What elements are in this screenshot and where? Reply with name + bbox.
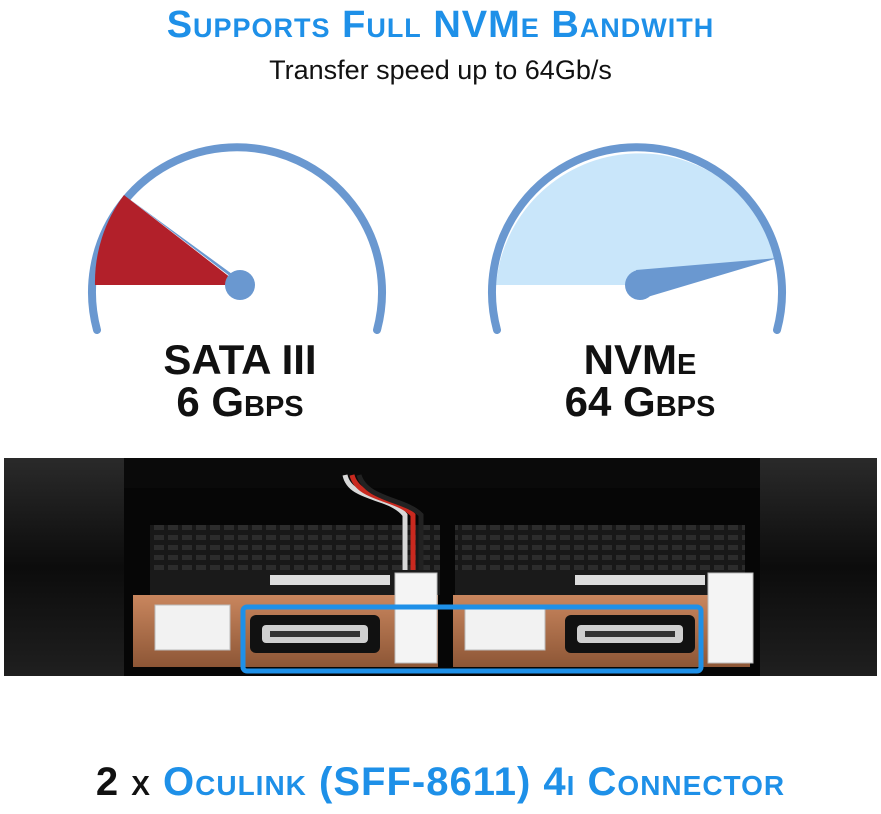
nvme-gauge-arc [488, 143, 786, 334]
nvme-gauge-needle [636, 258, 778, 298]
connector-name: Oculink (SFF-8611) 4i Connector [163, 760, 786, 804]
oculink-highlight-box [240, 604, 704, 674]
sata-gauge-fill [94, 195, 240, 285]
oculink-port-left [250, 615, 380, 653]
speed-gauges [88, 143, 786, 334]
sata-gauge-hub [225, 270, 255, 300]
nvme-gauge [488, 143, 786, 334]
nvme-gauge-hub [625, 270, 655, 300]
headline: Supports Full NVMe Bandwith [166, 4, 715, 46]
nvme-gauge-speed: 64 Gbps [564, 378, 716, 425]
right-mounting-bracket [760, 458, 877, 676]
subheadline: Transfer speed up to 64Gb/s [269, 55, 612, 85]
left-power-connector [154, 604, 231, 651]
sata-gauge-needle [124, 195, 248, 290]
connector-count: 2 x [95, 760, 151, 804]
enclosure-frame [124, 458, 760, 488]
sata-gauge [88, 143, 386, 334]
connector-caption: 2 x Oculink (SFF-8611) 4i Connector [0, 760, 881, 805]
sata-gauge-label: SATA III [163, 336, 317, 383]
sata-gauge-arc [88, 143, 386, 334]
sata-gauge-speed: 6 Gbps [176, 378, 304, 425]
left-mounting-bracket [4, 458, 124, 676]
nvme-gauge-label: NVMe [583, 336, 697, 383]
right-power-connector [464, 604, 546, 651]
nvme-gauge-fill [496, 153, 778, 285]
drive-bay-enclosure-icon [4, 458, 877, 676]
oculink-port-right [565, 615, 695, 653]
